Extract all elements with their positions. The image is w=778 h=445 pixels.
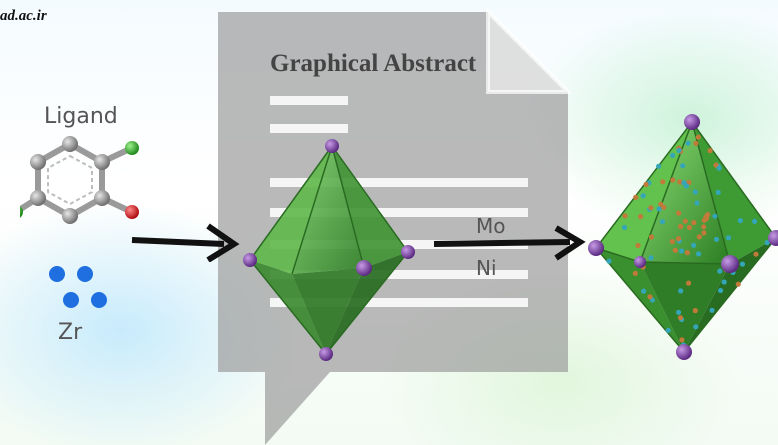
ni-particle [656,163,662,169]
ni-particle [725,235,732,241]
mo-particle [638,214,644,220]
ni-particle [670,152,676,158]
mo-particle [658,201,664,207]
zr-atoms [49,266,107,308]
ni-particle [712,213,718,219]
mo-particle [648,205,654,211]
ni-particle [737,218,743,224]
ni-label: Ni [476,256,497,280]
ni-particle [678,288,684,294]
mo-particle [647,294,653,300]
mo-particle [691,220,697,226]
mo-label: Mo [476,214,506,238]
ni-particle [709,307,715,313]
mo-particle [679,337,685,343]
mo-particle [682,218,688,224]
mo-particle [735,281,741,287]
vertex-atoms [243,139,415,361]
mo-particle [686,224,692,231]
mo-particle [684,250,690,256]
mo-particle [676,210,682,216]
ni-particle [713,236,720,242]
mo-particle [648,234,655,240]
mo-particle [677,179,683,185]
ni-particle [694,200,700,206]
document-body [218,12,568,445]
mo-particle [675,236,682,242]
ni-particle [641,288,647,294]
ni-particle [715,189,721,195]
carbon-atoms [30,136,110,224]
mo-particle [695,134,701,140]
mo-particle [677,315,684,321]
mo-particle [701,230,707,236]
ni-particle [665,327,671,333]
mo-particle [678,223,684,230]
ni-particle [692,189,698,195]
octahedron-decorated [588,114,778,360]
ni-particle [721,279,727,285]
vertex-atoms [588,114,778,360]
mo-particle [633,194,639,200]
ni-particle [679,248,685,254]
ni-particle [752,218,758,224]
mo-particle [693,140,699,146]
mo-particle [672,247,678,253]
journal-url: ad.ac.ir [0,8,47,24]
mo-particle [670,177,676,183]
document-fold-edge [486,7,573,94]
ni-particle [764,240,770,246]
zr-label: Zr [58,320,83,345]
ni-particle [621,224,628,231]
arrow-right-icon [433,225,586,261]
mo-particle [705,212,711,218]
ligand-label: Ligand [44,104,118,129]
mo-particle [753,251,759,257]
oxygen-atom [125,205,139,219]
mo-particle [632,270,638,276]
mo-particle [669,239,675,245]
ni-particle [717,268,723,274]
mo-particle [635,242,641,249]
ligand-molecule [20,136,139,224]
mo-particle [622,213,628,219]
ni-particle [640,193,646,199]
arrow-right-icon [131,223,240,262]
ni-particle [648,255,654,261]
ni-particle [685,140,691,146]
ni-particle [676,309,682,315]
ni-particle [693,324,699,330]
ni-particle [739,261,746,267]
graphical-abstract-title: Graphical Abstract [270,50,477,77]
mo-particle [692,308,698,314]
ni-particle [676,147,682,154]
ni-particle [656,206,662,212]
mo-particle [701,224,707,230]
ni-particle [696,251,702,257]
ni-particle [718,287,724,294]
mo-particle [643,181,649,187]
chlorine-atom-top [125,141,139,155]
mo-particle [707,148,713,154]
ni-particle [683,183,689,189]
ni-particle [659,219,666,225]
ni-particle [680,163,686,169]
octahedron-plain [243,139,415,361]
mo-particle [696,234,702,240]
ni-particle [606,258,612,264]
mo-particle [686,280,692,286]
nanoparticles [606,134,770,348]
ni-particle [716,165,722,171]
ni-particle [691,242,697,248]
chlorine-atom-left [20,206,23,218]
mo-particle [660,179,666,185]
